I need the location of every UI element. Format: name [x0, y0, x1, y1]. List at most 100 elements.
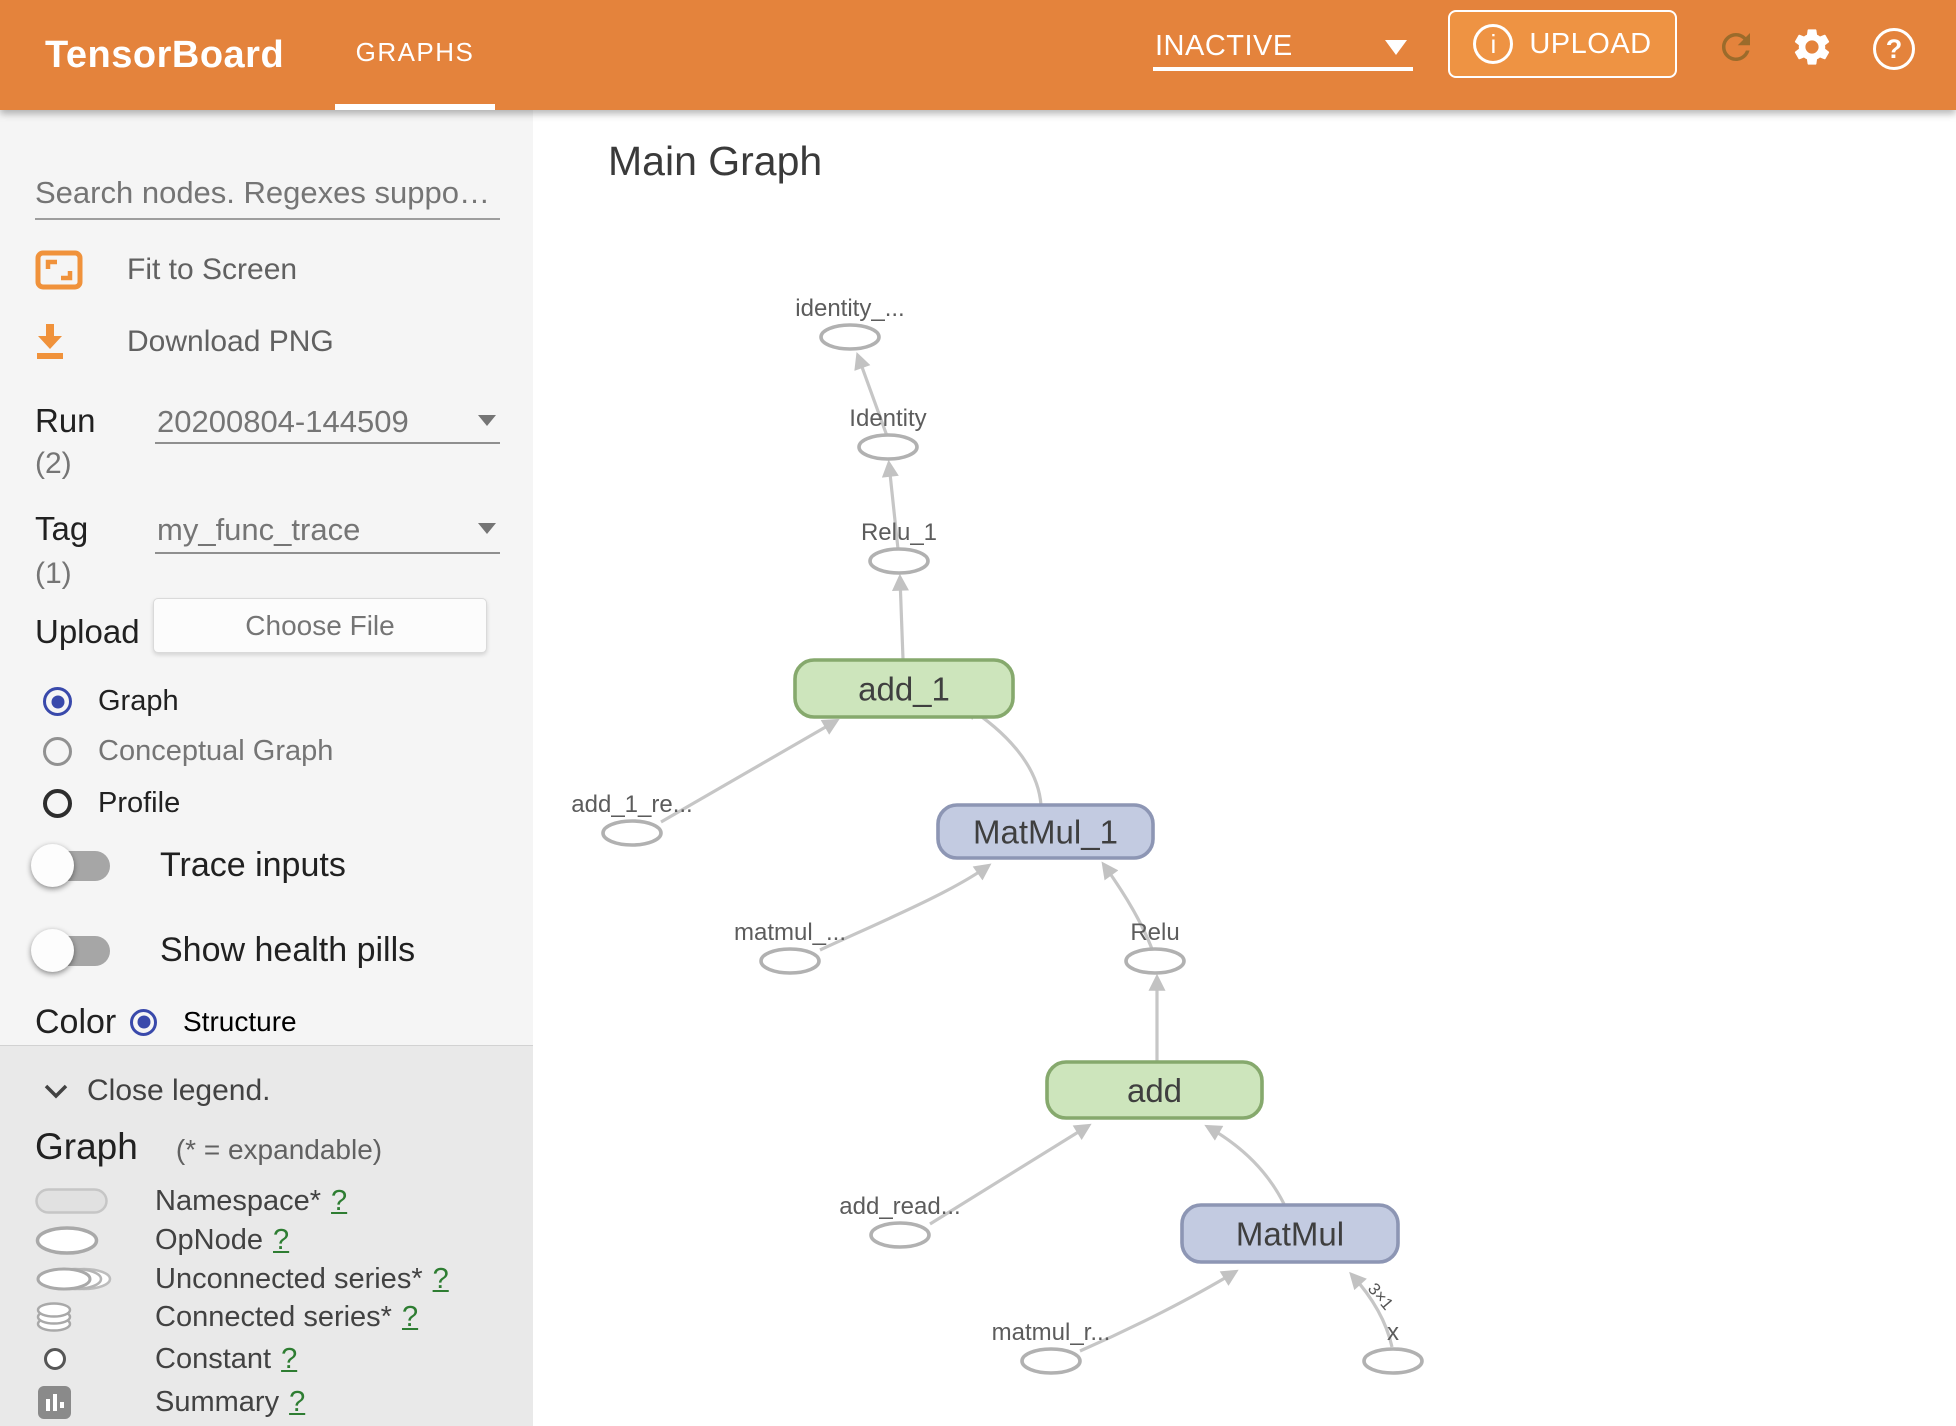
graph-node-add[interactable]: add	[1045, 1060, 1264, 1120]
settings-button[interactable]	[1790, 25, 1834, 69]
graph-node-Relu[interactable]: Relu	[1124, 919, 1186, 975]
graph-node-Identity[interactable]: Identity	[849, 405, 927, 461]
svg-text:Relu_1: Relu_1	[861, 519, 937, 546]
close-legend-button[interactable]: Close legend.	[43, 1074, 270, 1108]
search-input[interactable]	[35, 168, 500, 220]
refresh-button[interactable]	[1714, 25, 1758, 69]
upload-button[interactable]: i UPLOAD	[1448, 10, 1677, 78]
radio-conceptual-graph[interactable]: Conceptual Graph	[43, 735, 333, 768]
svg-text:Identity: Identity	[849, 405, 926, 432]
help-link[interactable]: ?	[281, 1342, 298, 1375]
svg-text:add_read...: add_read...	[839, 1193, 960, 1220]
help-link[interactable]: ?	[273, 1223, 290, 1256]
help-link[interactable]: ?	[432, 1262, 449, 1295]
graph-edge	[881, 459, 900, 550]
sidebar: Fit to Screen Download PNG Run (2) 20200…	[0, 110, 533, 1426]
legend-item-opnode: OpNode ?	[35, 1220, 505, 1260]
trace-inputs-label: Trace inputs	[160, 846, 346, 884]
download-png-button[interactable]: Download PNG	[35, 322, 334, 362]
graph-node-MatMul_1[interactable]: MatMul_1	[936, 803, 1155, 860]
svg-text:MatMul_1: MatMul_1	[973, 814, 1118, 851]
status-dropdown-underline	[1153, 67, 1413, 71]
radio-profile[interactable]: Profile	[43, 787, 180, 820]
legend-item-connected-series: Connected series* ?	[35, 1297, 505, 1337]
status-dropdown-value: INACTIVE	[1155, 30, 1293, 62]
graph-node-matmul_...[interactable]: matmul_...	[734, 919, 846, 975]
summary-icon	[38, 1385, 71, 1419]
graph-edge	[854, 352, 889, 437]
fit-to-screen-icon	[35, 250, 83, 290]
svg-text:x: x	[1387, 1319, 1399, 1346]
tag-count: (1)	[35, 557, 72, 590]
legend-item-namespace: Namespace* ?	[35, 1181, 505, 1221]
graph-edge	[1079, 1269, 1239, 1353]
show-health-pills-toggle[interactable]: Show health pills	[31, 928, 416, 972]
graph-node-identity_...[interactable]: identity_...	[795, 295, 905, 351]
chevron-down-icon	[478, 523, 496, 534]
svg-text:matmul_...: matmul_...	[734, 919, 846, 946]
run-label: Run	[35, 402, 96, 439]
help-button[interactable]: ?	[1872, 27, 1916, 71]
close-legend-label: Close legend.	[87, 1074, 271, 1107]
chevron-down-icon	[1385, 40, 1407, 55]
help-link[interactable]: ?	[401, 1300, 419, 1333]
legend-note: (* = expandable)	[175, 1134, 383, 1165]
legend-heading: Graph	[35, 1126, 138, 1167]
main-graph-title: Main Graph	[608, 138, 823, 184]
unconnected-series-icon	[36, 1267, 112, 1291]
graph-node-MatMul[interactable]: MatMul	[1180, 1203, 1400, 1264]
fit-to-screen-button[interactable]: Fit to Screen	[35, 250, 297, 290]
radio-selected-icon	[43, 687, 72, 716]
graph-edge	[660, 718, 840, 824]
svg-text:add: add	[1127, 1072, 1182, 1109]
graph-edge	[891, 573, 909, 660]
radio-profile-label: Profile	[98, 787, 181, 819]
legend-item-summary: Summary ?	[35, 1382, 505, 1422]
legend-panel: Close legend. Graph (* = expandable) Nam…	[0, 1045, 533, 1426]
svg-text:MatMul: MatMul	[1236, 1216, 1344, 1253]
help-icon: ?	[1873, 28, 1915, 70]
tab-graphs[interactable]: GRAPHS	[335, 0, 495, 110]
choose-file-button[interactable]: Choose File	[153, 598, 487, 653]
svg-text:identity_...: identity_...	[795, 295, 904, 322]
radio-color-structure[interactable]: Structure	[130, 1006, 297, 1038]
help-link[interactable]: ?	[289, 1385, 306, 1418]
show-health-pills-label: Show health pills	[160, 931, 416, 969]
graph-node-add_1_re...[interactable]: add_1_re...	[571, 791, 693, 847]
svg-text:add_1_re...: add_1_re...	[571, 791, 692, 818]
run-dropdown-value: 20200804-144509	[157, 404, 409, 439]
gear-icon	[1794, 29, 1830, 65]
trace-inputs-toggle[interactable]: Trace inputs	[31, 843, 346, 887]
app-header: TensorBoard GRAPHS INACTIVE i UPLOAD ?	[0, 0, 1956, 110]
radio-conceptual-graph-label: Conceptual Graph	[98, 735, 334, 767]
color-label: Color	[35, 1003, 117, 1041]
opnode-icon	[35, 1225, 99, 1255]
graph-node-add_1[interactable]: add_1	[793, 658, 1015, 719]
fit-to-screen-label: Fit to Screen	[127, 253, 298, 286]
graph-node-x[interactable]: x	[1362, 1319, 1424, 1375]
namespace-icon	[35, 1188, 108, 1214]
radio-unselected-icon	[43, 789, 72, 818]
download-png-label: Download PNG	[127, 325, 334, 358]
refresh-icon	[1722, 33, 1750, 61]
graph-edge	[819, 863, 992, 952]
toggle-off-icon	[31, 843, 110, 887]
svg-text:add_1: add_1	[858, 671, 950, 708]
help-link[interactable]: ?	[331, 1184, 348, 1217]
radio-selected-icon	[130, 1008, 157, 1036]
graph-node-add_read...[interactable]: add_read...	[839, 1193, 961, 1249]
graph-node-matmul_r...[interactable]: matmul_r...	[992, 1319, 1111, 1375]
status-dropdown[interactable]: INACTIVE	[1153, 0, 1413, 110]
svg-text:matmul_r...: matmul_r...	[992, 1319, 1111, 1346]
upload-label: Upload	[35, 613, 140, 650]
info-icon: i	[1473, 24, 1514, 64]
app-brand: TensorBoard	[45, 33, 285, 76]
edge-shape-label: 3×1	[1364, 1279, 1397, 1313]
radio-graph[interactable]: Graph	[43, 685, 179, 718]
graph-edge	[929, 1123, 1092, 1226]
graph-node-Relu_1[interactable]: Relu_1	[861, 519, 937, 575]
radio-unselected-icon	[43, 737, 72, 766]
